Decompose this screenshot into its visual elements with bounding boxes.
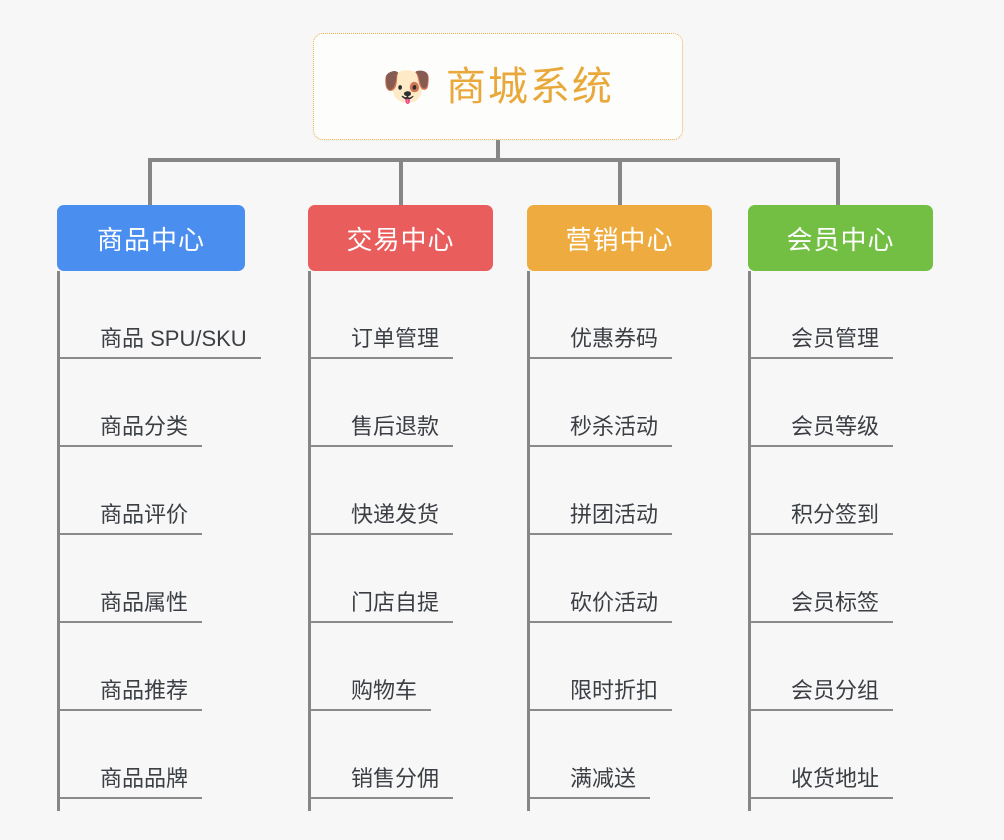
branch-trunk-marketing-center <box>527 271 530 811</box>
leaf-node-label: 订单管理 <box>311 326 454 359</box>
connector-drop-marketing-center <box>618 158 622 206</box>
category-header-trade-center[interactable]: 交易中心 <box>308 205 493 271</box>
leaf-node-label: 门店自提 <box>311 590 454 623</box>
leaf-node[interactable]: 会员管理 <box>751 271 894 359</box>
category-header-label: 营销中心 <box>565 224 674 255</box>
leaf-node-label: 会员等级 <box>751 414 894 447</box>
connector-drop-product-center <box>148 158 152 206</box>
category-header-member-center[interactable]: 会员中心 <box>748 205 933 271</box>
shiba-dog-face-icon: 🐶 <box>382 64 432 109</box>
leaf-node[interactable]: 商品评价 <box>60 447 203 535</box>
leaf-node[interactable]: 优惠券码 <box>530 271 673 359</box>
leaf-node[interactable]: 商品品牌 <box>60 711 203 799</box>
leaf-node-label: 购物车 <box>311 678 432 711</box>
root-node-label: 商城系统 <box>445 64 614 109</box>
leaf-node-label: 优惠券码 <box>530 326 673 359</box>
leaf-node[interactable]: 快递发货 <box>311 447 454 535</box>
leaf-node-label: 会员管理 <box>751 326 894 359</box>
category-header-label: 商品中心 <box>96 224 205 255</box>
leaf-node-label: 会员分组 <box>751 678 894 711</box>
branch-member-center: 会员中心 会员管理 会员等级 积分签到 会员标签 会员分组 收货地址 <box>748 205 933 811</box>
leaf-node[interactable]: 满减送 <box>530 711 651 799</box>
leaf-node[interactable]: 购物车 <box>311 623 432 711</box>
leaf-node[interactable]: 销售分佣 <box>311 711 454 799</box>
leaf-node[interactable]: 收货地址 <box>751 711 894 799</box>
branch-trunk-member-center <box>748 271 751 811</box>
leaf-node-label: 会员标签 <box>751 590 894 623</box>
category-header-label: 交易中心 <box>346 224 455 255</box>
category-header-product-center[interactable]: 商品中心 <box>57 205 245 271</box>
leaf-node-label: 商品分类 <box>60 414 203 447</box>
leaf-node[interactable]: 砍价活动 <box>530 535 673 623</box>
leaf-node-label: 收货地址 <box>751 766 894 799</box>
leaf-node[interactable]: 门店自提 <box>311 535 454 623</box>
branch-trunk-product-center <box>57 271 60 811</box>
leaf-node-label: 售后退款 <box>311 414 454 447</box>
leaf-node[interactable]: 商品 SPU/SKU <box>60 271 261 359</box>
leaf-node-label: 秒杀活动 <box>530 414 673 447</box>
leaf-node-label: 商品推荐 <box>60 678 203 711</box>
branch-trunk-trade-center <box>308 271 311 811</box>
leaf-node-label: 拼团活动 <box>530 502 673 535</box>
connector-drop-trade-center <box>399 158 403 206</box>
branch-trade-center: 交易中心 订单管理 售后退款 快递发货 门店自提 购物车 销售分佣 <box>308 205 493 811</box>
leaf-node-label: 商品评价 <box>60 502 203 535</box>
leaf-node[interactable]: 商品属性 <box>60 535 203 623</box>
leaf-node-label: 满减送 <box>530 766 651 799</box>
connector-drop-member-center <box>836 158 840 206</box>
category-header-marketing-center[interactable]: 营销中心 <box>527 205 712 271</box>
leaf-node[interactable]: 订单管理 <box>311 271 454 359</box>
leaf-node[interactable]: 拼团活动 <box>530 447 673 535</box>
leaf-node-label: 积分签到 <box>751 502 894 535</box>
leaf-node[interactable]: 会员标签 <box>751 535 894 623</box>
leaf-node-label: 快递发货 <box>311 502 454 535</box>
connector-root-stem <box>496 140 500 162</box>
root-node-商城系统[interactable]: 🐶 商城系统 <box>313 33 683 140</box>
connector-horizontal-bus <box>148 158 840 162</box>
leaf-node[interactable]: 会员等级 <box>751 359 894 447</box>
leaf-node[interactable]: 限时折扣 <box>530 623 673 711</box>
leaf-node[interactable]: 商品推荐 <box>60 623 203 711</box>
leaf-node[interactable]: 积分签到 <box>751 447 894 535</box>
leaf-node-label: 限时折扣 <box>530 678 673 711</box>
category-header-label: 会员中心 <box>786 224 895 255</box>
leaf-node-label: 商品品牌 <box>60 766 203 799</box>
branch-marketing-center: 营销中心 优惠券码 秒杀活动 拼团活动 砍价活动 限时折扣 满减送 <box>527 205 712 811</box>
leaf-node-label: 销售分佣 <box>311 766 454 799</box>
branch-product-center: 商品中心 商品 SPU/SKU 商品分类 商品评价 商品属性 商品推荐 商品品牌 <box>57 205 261 811</box>
leaf-node[interactable]: 商品分类 <box>60 359 203 447</box>
leaf-node[interactable]: 会员分组 <box>751 623 894 711</box>
leaf-node-label: 砍价活动 <box>530 590 673 623</box>
leaf-node[interactable]: 秒杀活动 <box>530 359 673 447</box>
leaf-node[interactable]: 售后退款 <box>311 359 454 447</box>
leaf-node-label: 商品 SPU/SKU <box>60 326 261 359</box>
leaf-node-label: 商品属性 <box>60 590 203 623</box>
